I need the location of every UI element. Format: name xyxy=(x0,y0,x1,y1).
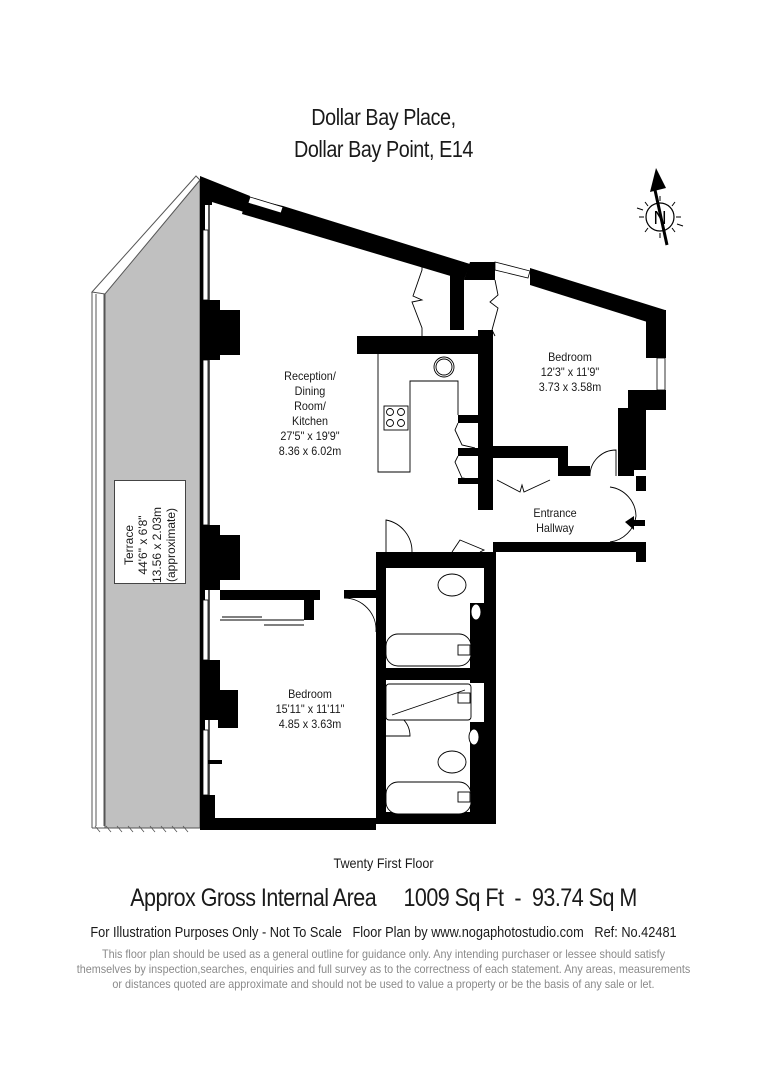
area-sqm: 93.74 Sq M xyxy=(531,884,637,912)
bathroom-fixtures xyxy=(385,573,482,815)
room-dimensions-metric: 3.73 x 3.58m xyxy=(538,380,602,394)
room-name: Hallway xyxy=(536,521,574,535)
floor-name: Twenty First Floor xyxy=(333,855,434,871)
kitchen-units xyxy=(377,262,551,493)
property-title-line-1: Dollar Bay Place, xyxy=(311,104,456,130)
room-dimensions-imperial: 44'6" x 6'8" xyxy=(136,515,150,575)
room-label-hallway: Entrance Hallway xyxy=(515,506,596,536)
walls xyxy=(200,176,666,830)
room-dimensions-metric: 8.36 x 6.02m xyxy=(278,444,342,458)
property-title-line-2: Dollar Bay Point, E14 xyxy=(294,136,473,162)
room-label-bedroom-2: Bedroom 15'11" x 11'11" 4.85 x 3.63m xyxy=(256,687,364,732)
area-separator: - xyxy=(514,884,522,912)
room-dimensions-metric: 13.56 x 2.03m xyxy=(150,506,164,584)
room-name: Reception/ xyxy=(284,369,336,383)
svg-text:N: N xyxy=(654,208,667,228)
illustration-note: For Illustration Purposes Only - Not To … xyxy=(90,925,342,941)
fine-print: This floor plan should be used as a gene… xyxy=(38,947,728,992)
room-name: Dining xyxy=(294,384,326,398)
room-name: Entrance xyxy=(533,506,577,520)
gross-internal-area: Approx Gross Internal Area 1009 Sq Ft - … xyxy=(54,884,714,913)
fine-print-line: themselves by inspection,searches, enqui… xyxy=(76,962,691,976)
room-name: Room/ xyxy=(294,399,326,413)
room-label-terrace: Terrace 44'6" x 6'8" 13.56 x 2.03m (appr… xyxy=(114,480,186,584)
sliding-wardrobe xyxy=(220,616,304,626)
room-name: Bedroom xyxy=(548,350,592,364)
room-note: (approximate) xyxy=(164,507,178,583)
room-label-bedroom-1: Bedroom 12'3" x 11'9" 3.73 x 3.58m xyxy=(516,350,624,395)
room-dimensions-imperial: 15'11" x 11'11" xyxy=(275,702,345,716)
floor-plan-drawing: N xyxy=(91,168,684,833)
room-label-reception: Reception/ Dining Room/ Kitchen 27'5" x … xyxy=(256,369,364,459)
fine-print-line: This floor plan should be used as a gene… xyxy=(102,947,665,961)
illustration-disclaimer: For Illustration Purposes Only - Not To … xyxy=(46,925,721,941)
room-dimensions-imperial: 27'5" x 19'9" xyxy=(280,429,340,443)
fine-print-line: or distances quoted are approximate and … xyxy=(112,977,655,991)
reference-number: Ref: No.42481 xyxy=(594,925,677,941)
floor-plan-credit: Floor Plan by www.nogaphotostudio.com xyxy=(352,925,584,941)
room-name: Kitchen xyxy=(291,414,329,428)
room-name: Terrace xyxy=(122,525,136,566)
area-sqft: 1009 Sq Ft xyxy=(403,884,504,912)
area-label: Approx Gross Internal Area xyxy=(130,884,377,912)
windows xyxy=(202,196,666,796)
north-arrow-icon: N xyxy=(636,168,684,246)
entrance-arrow-icon xyxy=(625,516,645,530)
room-dimensions-metric: 4.85 x 3.63m xyxy=(278,717,342,731)
room-dimensions-imperial: 12'3" x 11'9" xyxy=(540,365,600,379)
room-name: Bedroom xyxy=(288,687,332,701)
